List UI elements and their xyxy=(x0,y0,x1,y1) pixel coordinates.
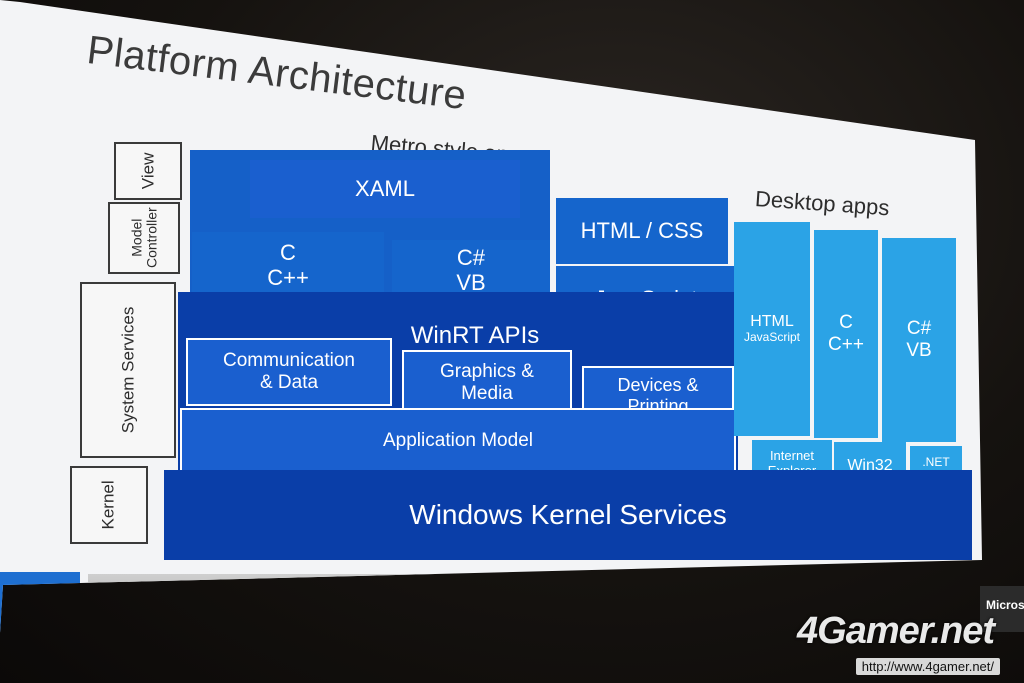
winrt-application-model: Application Model xyxy=(180,408,736,474)
metro-html-css: HTML / CSS xyxy=(556,198,728,264)
sidebar-model-controller: Model Controller xyxy=(108,202,180,274)
watermark-logo: 4Gamer.net xyxy=(797,610,995,652)
metro-cs-vb: C# VB xyxy=(392,240,550,300)
desktop-c-cpp: C C++ xyxy=(814,230,878,438)
sidebar-view-label: View xyxy=(138,152,158,190)
sidebar-system-services-label: System Services xyxy=(118,306,138,434)
desktop-html-js: HTML JavaScript xyxy=(734,222,810,436)
metro-xaml: XAML xyxy=(250,160,520,218)
microsoft-brand-tab: Micros xyxy=(980,586,1024,632)
sidebar-kernel: Kernel xyxy=(70,466,148,544)
watermark-url: http://www.4gamer.net/ xyxy=(855,658,1000,675)
winrt-communication-data: Communication & Data xyxy=(186,338,392,406)
desktop-html-label: HTML xyxy=(750,312,794,330)
desktop-apps-header: Desktop apps xyxy=(754,186,891,221)
sidebar-model-controller-label: Model Controller xyxy=(128,207,159,269)
sidebar-system-services: System Services xyxy=(80,282,176,458)
windows-kernel-services: Windows Kernel Services xyxy=(164,470,972,560)
winrt-graphics-media: Graphics & Media xyxy=(402,350,572,416)
sidebar-kernel-label: Kernel xyxy=(99,480,119,530)
metro-c-cpp: C C++ xyxy=(192,232,384,298)
sidebar-view: View xyxy=(114,142,182,200)
winrt-title: WinRT APIs xyxy=(410,322,540,350)
desktop-javascript-label: JavaScript xyxy=(743,330,801,345)
desktop-cs-vb: C# VB xyxy=(882,238,956,442)
